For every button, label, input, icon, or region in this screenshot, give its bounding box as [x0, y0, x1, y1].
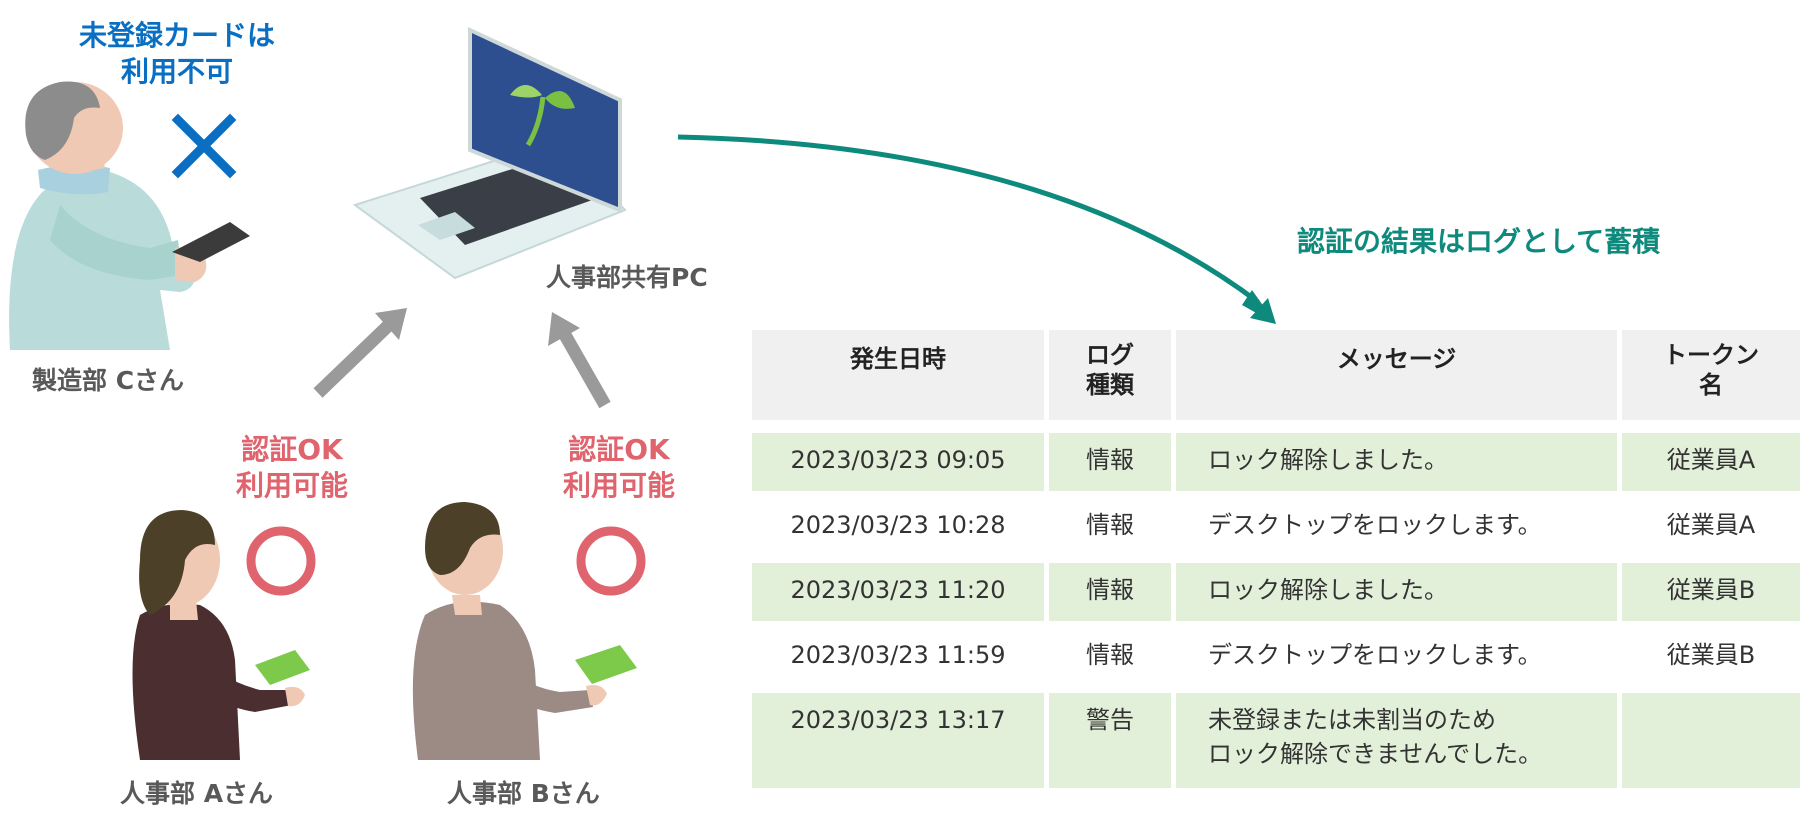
header-datetime: 発生日時	[752, 330, 1044, 420]
cell-token: 従業員B	[1622, 563, 1800, 621]
person-c-figure	[9, 81, 250, 350]
log-flow-arrow	[677, 134, 1276, 324]
shared-pc-label: 人事部共有PC	[546, 263, 708, 292]
cell-datetime: 2023/03/23 09:05	[752, 433, 1044, 491]
cell-log-type: 情報	[1049, 563, 1171, 621]
unregistered-label: 未登録カードは 利用不可	[62, 18, 292, 90]
table-row: 2023/03/23 13:17 警告 未登録または未割当のため ロック解除でき…	[752, 693, 1800, 788]
arrow-b-to-pc	[548, 312, 611, 409]
cell-log-type: 警告	[1049, 693, 1171, 788]
cell-message-line1: 未登録または未割当のため	[1208, 706, 1496, 734]
cell-message: ロック解除しました。	[1176, 563, 1617, 621]
employee-a-label: 人事部 Aさん	[120, 779, 274, 808]
cell-message: 未登録または未割当のため ロック解除できませんでした。	[1176, 693, 1617, 788]
table-row: 2023/03/23 11:20 情報 ロック解除しました。 従業員B	[752, 563, 1800, 621]
table-row: 2023/03/23 10:28 情報 デスクトップをロックします。 従業員A	[752, 498, 1800, 556]
cell-token	[1622, 693, 1800, 788]
cell-datetime: 2023/03/23 13:17	[752, 693, 1044, 788]
cell-token: 従業員B	[1666, 641, 1756, 669]
cell-token: 従業員A	[1622, 433, 1800, 491]
auth-ok-a-line1: 認証OK	[241, 433, 343, 466]
cell-datetime: 2023/03/23 11:59	[790, 641, 1006, 669]
cell-datetime: 2023/03/23 11:20	[752, 563, 1044, 621]
person-b-figure	[412, 502, 637, 760]
cell-log-type: 情報	[1049, 433, 1171, 491]
cell-log-type: 情報	[1086, 511, 1134, 539]
log-caption: 認証の結果はログとして蓄積	[1297, 225, 1661, 258]
denied-cross-icon	[171, 113, 237, 179]
arrow-a-to-pc	[313, 308, 407, 398]
table-row: 2023/03/23 09:05 情報 ロック解除しました。 従業員A	[752, 433, 1800, 491]
header-message: メッセージ	[1176, 330, 1617, 420]
auth-ok-label-a: 認証OK 利用可能	[212, 432, 372, 504]
person-a-figure	[132, 510, 310, 760]
employee-c-label: 製造部 Cさん	[32, 366, 185, 395]
auth-ok-a-line2: 利用可能	[235, 469, 348, 502]
cell-message-line1: デスクトップをロックします。	[1208, 511, 1542, 539]
table-row: 2023/03/23 11:59 情報 デスクトップをロックします。 従業員B	[752, 628, 1800, 686]
cell-message: ロック解除しました。	[1176, 433, 1617, 491]
ok-circle-icon	[246, 526, 316, 596]
unregistered-label-line1: 未登録カードは	[78, 19, 275, 52]
cell-log-type: 情報	[1086, 641, 1134, 669]
cell-message-line1: ロック解除しました。	[1208, 576, 1448, 604]
auth-ok-label-b: 認証OK 利用可能	[539, 432, 699, 504]
cell-message-line1: ロック解除しました。	[1208, 446, 1448, 474]
unregistered-label-line2: 利用不可	[120, 55, 233, 88]
laptop-icon	[352, 26, 627, 280]
cell-message: デスクトップをロックします。	[1176, 628, 1617, 686]
ok-circle-icon	[576, 526, 646, 596]
header-log-type: ログ 種類	[1049, 330, 1171, 420]
header-token-line1: トークン	[1663, 341, 1759, 369]
auth-ok-b-line1: 認証OK	[568, 433, 670, 466]
cell-message: デスクトップをロックします。	[1176, 498, 1617, 556]
header-token-line2: 名	[1699, 371, 1723, 399]
cell-datetime: 2023/03/23 10:28	[790, 511, 1006, 539]
table-header-row: 発生日時 ログ 種類 メッセージ トークン 名	[752, 330, 1800, 420]
employee-b-label: 人事部 Bさん	[447, 779, 600, 808]
header-log-type-line2: 種類	[1086, 371, 1134, 399]
cell-message-line1: デスクトップをロックします。	[1208, 641, 1542, 669]
cell-token: 従業員A	[1666, 511, 1756, 539]
cell-message-line2: ロック解除できませんでした。	[1208, 740, 1543, 768]
auth-ok-b-line2: 利用可能	[562, 469, 675, 502]
header-token: トークン 名	[1622, 330, 1800, 420]
header-log-type-line1: ログ	[1086, 341, 1134, 369]
